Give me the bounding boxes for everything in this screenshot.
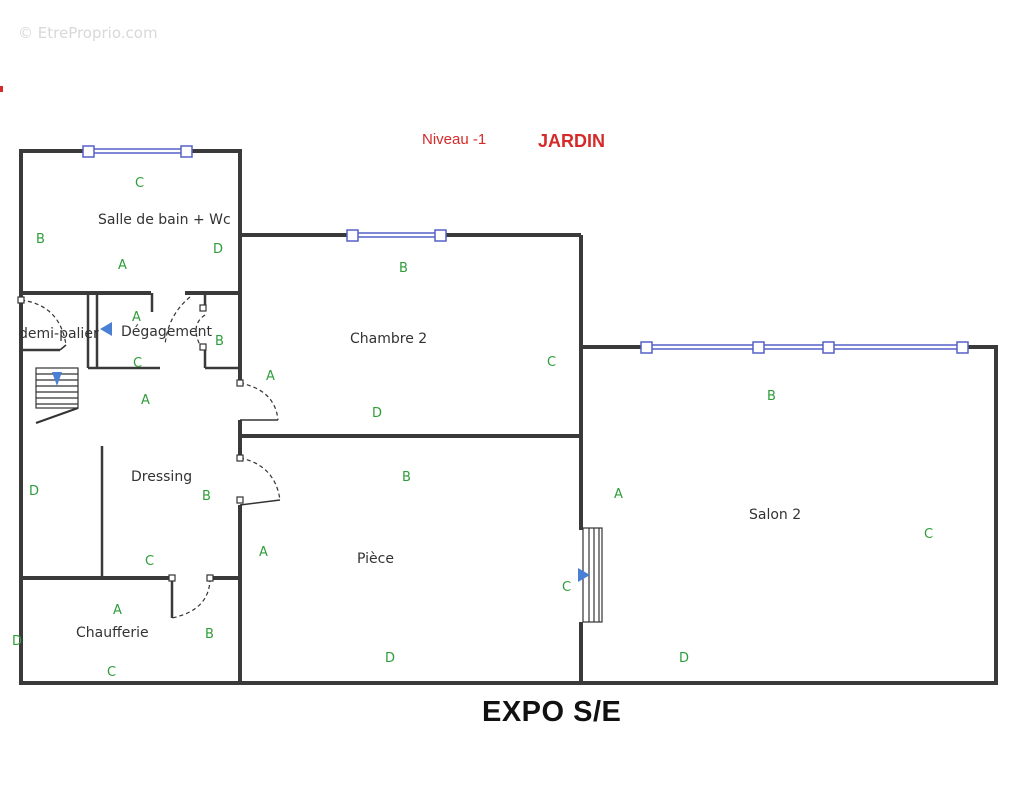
wall-letter: D — [679, 651, 690, 666]
window-chambre-post-left — [346, 229, 359, 242]
wall-letter: C — [924, 527, 934, 542]
window-salon-post-2 — [752, 341, 765, 354]
wall-letter: D — [385, 651, 396, 666]
wall-letter: D — [29, 484, 40, 499]
door-piece-swing — [239, 457, 281, 501]
door-leaves — [59, 344, 281, 506]
window-salon-post-4 — [956, 341, 969, 354]
windows — [82, 145, 969, 354]
door-chambre-swing — [239, 382, 279, 421]
hinge-1 — [17, 296, 25, 304]
wall-letter: B — [767, 389, 776, 404]
wall-letter: C — [135, 176, 145, 191]
wall-letter: B — [36, 232, 45, 247]
wall-letter: D — [213, 242, 224, 257]
watermark: © EtreProprio.com — [18, 24, 158, 42]
stairs-left-box — [35, 367, 79, 409]
hinge-5 — [168, 574, 176, 582]
red-corner-mark — [0, 86, 3, 92]
room-label-dressing: Dressing — [131, 469, 193, 485]
arrows — [52, 322, 590, 582]
wall-letter: B — [402, 470, 411, 485]
door-chaufferie-swing — [171, 577, 211, 619]
wall-letter: B — [205, 627, 214, 642]
wall-bathroom-top-right — [186, 149, 242, 293]
stairs-left-diag — [35, 407, 79, 424]
room-label-room: Pièce — [357, 551, 394, 567]
doors — [20, 296, 281, 619]
door-wc-swing — [195, 314, 206, 346]
hinge-2 — [236, 379, 244, 387]
window-chambre-post-right — [434, 229, 447, 242]
window-salon-post-1 — [640, 341, 653, 354]
door-piece-leaf — [239, 499, 281, 506]
hinge-3 — [236, 454, 244, 462]
arrow-stairs-down — [52, 372, 62, 386]
wall-letter: C — [547, 355, 557, 370]
wall-letter: C — [145, 554, 155, 569]
wall-letter: D — [12, 634, 23, 649]
room-label-living: Salon 2 — [749, 507, 802, 523]
wall-letter: A — [266, 369, 275, 384]
wall-letter: A — [141, 393, 150, 408]
room-label-hallway: Dégagement — [121, 324, 212, 340]
wall-letter: C — [562, 580, 572, 595]
exposure-label: EXPO S/E — [482, 696, 622, 728]
window-bathroom-post-right — [180, 145, 193, 158]
arrow-salon-stairs — [578, 568, 590, 582]
door-landing-leaf — [59, 344, 67, 351]
wall-letter: C — [107, 665, 117, 680]
wall-letter: B — [215, 334, 224, 349]
wall-letter: A — [113, 603, 122, 618]
level-label: Niveau -1 — [422, 131, 487, 148]
wall-letter: B — [202, 489, 211, 504]
wall-letter: A — [132, 310, 141, 325]
wall-letter: A — [614, 487, 623, 502]
wall-letter: C — [133, 356, 143, 371]
hinge-6 — [206, 574, 214, 582]
room-label-boiler: Chaufferie — [76, 625, 149, 641]
garden-label: JARDIN — [538, 131, 606, 151]
arrow-landing — [100, 322, 112, 336]
hinge-8 — [199, 343, 207, 351]
room-label-bathroom: Salle de bain + Wc — [98, 212, 231, 228]
wall-letter: D — [372, 406, 383, 421]
thin-walls — [21, 293, 240, 618]
room-label-landing: demi-palier — [19, 326, 99, 342]
window-bathroom-post-left — [82, 145, 95, 158]
stairs-left — [35, 367, 79, 424]
door-hinges — [17, 296, 244, 582]
hinge-7 — [199, 304, 207, 312]
wall-letter: A — [259, 545, 268, 560]
room-label-bedroom: Chambre 2 — [350, 331, 428, 347]
hinge-4 — [236, 496, 244, 504]
door-degagement-swing — [164, 296, 191, 346]
wall-letter: B — [399, 261, 408, 276]
window-salon-post-3 — [822, 341, 835, 354]
walls — [19, 149, 998, 685]
wall-letter: A — [118, 258, 127, 273]
